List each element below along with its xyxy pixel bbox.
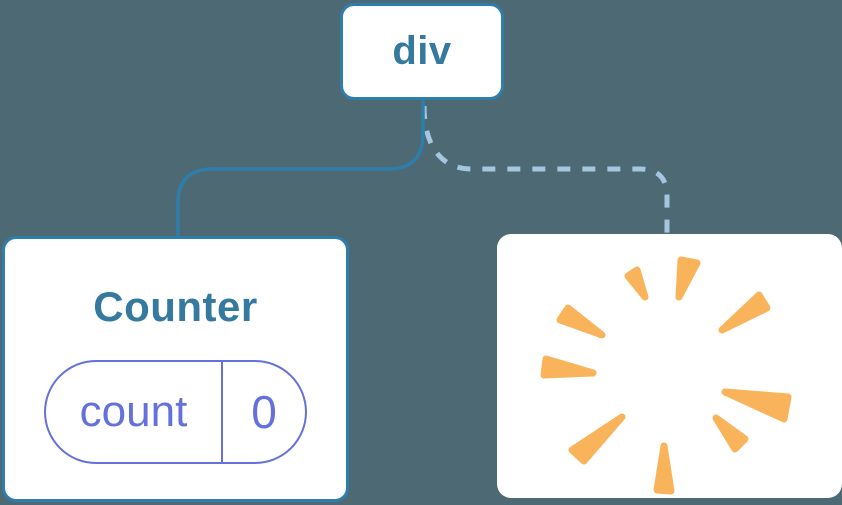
dom-node-label: div [392,29,452,73]
state-key-label: count [46,362,223,462]
dom-node-div: div [340,3,504,100]
poof-icon [540,256,792,495]
poof-ray [721,388,792,423]
poof-ray [675,256,701,301]
solid-connector [176,98,425,240]
state-value-label: 0 [251,386,277,438]
state-pill: count 0 [44,360,307,464]
poof-ray [718,291,771,334]
poof-ray [540,355,597,379]
component-node-removed [497,234,842,498]
component-title: Counter [93,283,258,330]
poof-ray [556,304,606,339]
poof-ray [568,413,626,465]
poof-ray [712,414,749,453]
component-node-counter: Counter count 0 [2,236,349,502]
dashed-connector [421,105,670,236]
poof-ray [653,442,675,495]
poof-ray [624,266,649,301]
